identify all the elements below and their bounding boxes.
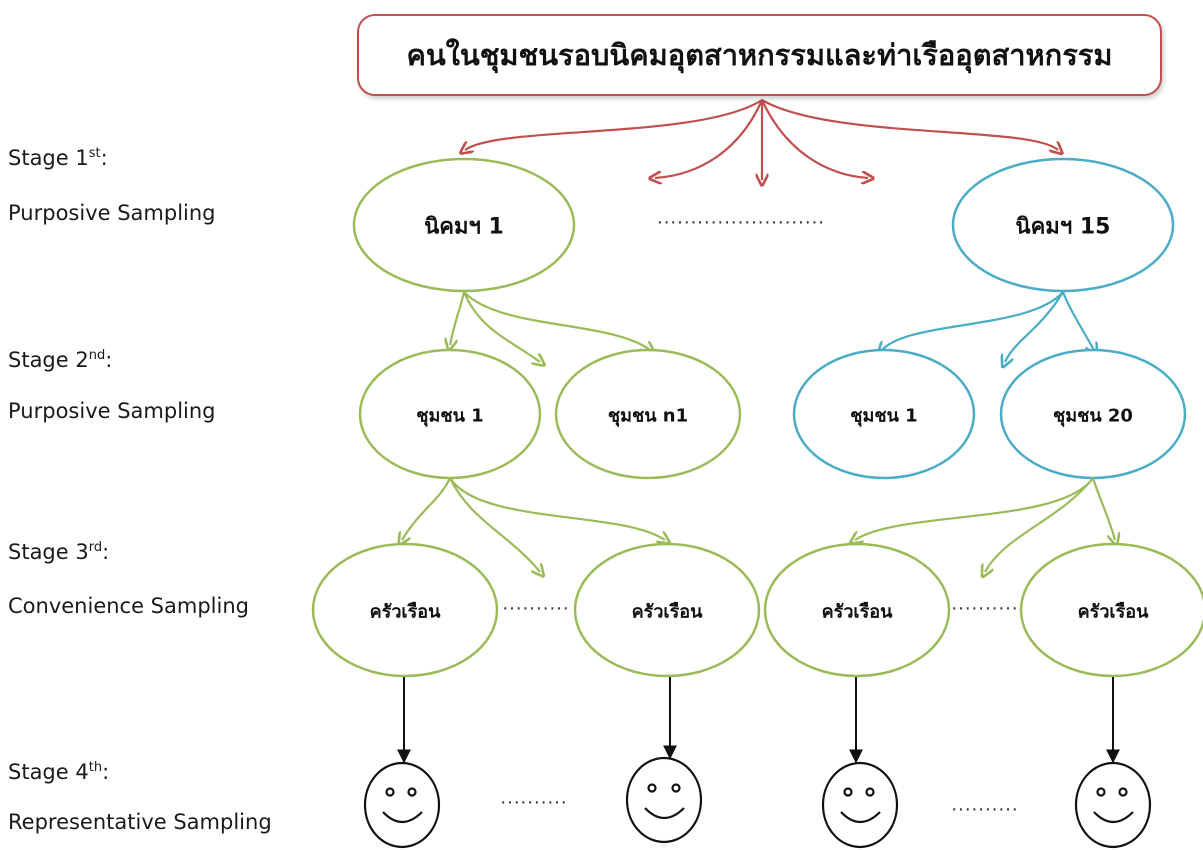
root-arrows (465, 99, 1058, 180)
household-3-node (763, 542, 951, 678)
root-population-box: คนในชุมชนรอบนิคมอุตสาหกรรมและท่าเรืออุตส… (357, 14, 1162, 96)
stage-3-method: Convenience Sampling (8, 594, 249, 618)
smiley-face-icon (363, 761, 441, 849)
stage-3-label: Stage 3rd: (8, 540, 110, 564)
stage-2-label: Stage 2nd: (8, 348, 113, 372)
community-n1-node (554, 348, 742, 480)
stage-1-method: Purposive Sampling (8, 201, 216, 225)
community-n1-label: ชุมชน n1 (607, 405, 689, 427)
household-4-node (1019, 542, 1203, 678)
root-arrow-left (465, 99, 763, 150)
estate-15-arrows (882, 291, 1094, 362)
estate-1-label: นิคมฯ 1 (424, 214, 504, 240)
root-arrow-mid-left (655, 99, 764, 178)
estate-1-arrows (450, 291, 650, 362)
sample-dots-left: .......... (500, 787, 568, 809)
smiley-face-icon (625, 756, 703, 844)
root-arrow-right (761, 99, 1058, 150)
community-1-arrows (402, 477, 665, 572)
household-dots-left: .......... (502, 593, 570, 615)
estate-1-node (352, 157, 576, 293)
household-1-node (311, 542, 499, 678)
community-20-label: ชุมชน 20 (1053, 405, 1133, 427)
community-1-right-label: ชุมชน 1 (850, 405, 918, 427)
household-dots-right: .......... (951, 593, 1019, 615)
household-arrows (397, 677, 1120, 764)
community-20-arrows (855, 477, 1115, 572)
smiley-face-icon (1074, 761, 1152, 849)
household-3-label: ครัวเรือน (821, 601, 893, 623)
smiley-face-icon (821, 761, 899, 849)
sample-dots-right: .......... (951, 794, 1019, 816)
household-1-label: ครัวเรือน (369, 601, 441, 623)
household-4-label: ครัวเรือน (1077, 601, 1149, 623)
community-1-left-label: ชุมชน 1 (416, 405, 484, 427)
household-2-label: ครัวเรือน (631, 601, 703, 623)
root-title: คนในชุมชนรอบนิคมอุตสาหกรรมและท่าเรืออุตส… (406, 38, 1113, 72)
household-2-node (573, 542, 761, 678)
estate-dots: ......................... (656, 207, 826, 229)
estate-15-label: นิคมฯ 15 (1015, 214, 1111, 240)
stage-1-label: Stage 1st: (8, 146, 108, 170)
stage-4-method: Representative Sampling (8, 810, 272, 834)
community-1-right-node (792, 348, 976, 480)
estate-15-node (951, 157, 1175, 293)
stage-4-label: Stage 4th: (8, 760, 110, 784)
stage-2-method: Purposive Sampling (8, 399, 216, 423)
root-arrow-mid-right (761, 99, 868, 178)
